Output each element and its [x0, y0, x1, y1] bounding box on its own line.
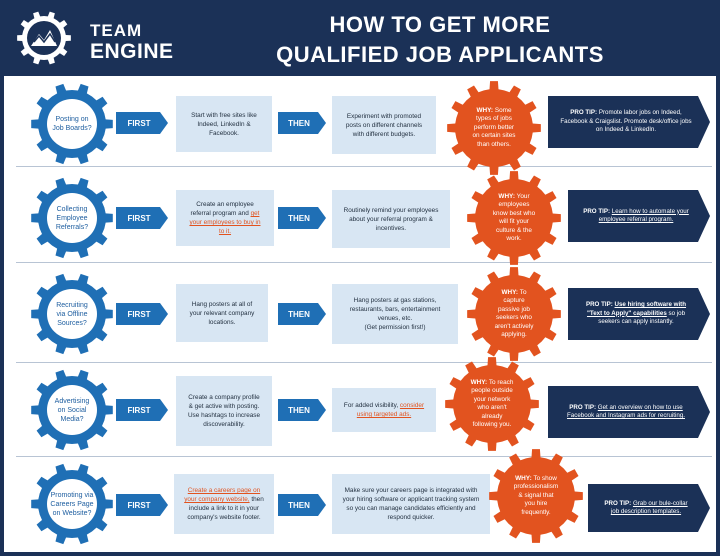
first-step-box: Start with free sites like Indeed, Linke… — [176, 96, 272, 152]
gear-icon — [467, 171, 561, 265]
then-step-box: Make sure your careers page is integrate… — [332, 474, 490, 534]
text-to-apply-link[interactable]: Use hiring software with "Text to Apply"… — [586, 301, 687, 317]
header: TEAM ENGINE HOW TO GET MORE QUALIFIED JO… — [0, 0, 720, 76]
logo-text-engine: ENGINE — [90, 40, 174, 63]
why-text: WHY: To show professionalism & signal th… — [513, 474, 559, 516]
gear-icon — [31, 273, 113, 355]
then-step-box: Routinely remind your employees about yo… — [332, 190, 450, 248]
row-divider — [16, 456, 712, 457]
title-line-1: HOW TO GET MORE — [329, 12, 551, 37]
pro-tip-box: PRO TIP: Learn how to automate your empl… — [568, 190, 710, 242]
question-label: Collecting Employee Referrals? — [55, 205, 89, 231]
gear-logo-icon — [17, 11, 71, 65]
then-arrow: THEN — [278, 207, 326, 229]
question-label: Advertising on Social Media? — [54, 397, 90, 423]
why-text: WHY: To reach people outside your networ… — [470, 378, 514, 429]
pro-tip-box: PRO TIP: Use hiring software with "Text … — [568, 288, 710, 340]
gear-icon — [31, 83, 113, 165]
first-step-box: Create a careers page on your company we… — [174, 474, 274, 534]
first-step-box: Create an employee referral program and … — [176, 190, 274, 246]
why-text: WHY: Some types of jobs perform better o… — [472, 106, 516, 148]
pro-tip-box: PRO TIP: Get an overview on how to use F… — [548, 386, 710, 438]
gear-icon — [31, 369, 113, 451]
logo-text-team: TEAM — [90, 21, 143, 40]
title-line-2: QUALIFIED JOB APPLICANTS — [276, 42, 604, 67]
then-arrow: THEN — [278, 494, 326, 516]
first-arrow: FIRST — [116, 207, 168, 229]
row-divider — [16, 362, 712, 363]
targeted-ads-link[interactable]: consider using targeted ads. — [356, 402, 425, 418]
gear-icon — [31, 463, 113, 545]
row-divider — [16, 166, 712, 167]
first-arrow: FIRST — [116, 399, 168, 421]
first-arrow: FIRST — [116, 494, 168, 516]
gear-icon — [445, 357, 539, 451]
then-arrow: THEN — [278, 303, 326, 325]
then-step-box: Experiment with promoted posts on differ… — [332, 96, 436, 154]
first-arrow: FIRST — [116, 112, 168, 134]
question-label: Recruiting via Offline Sources? — [56, 301, 88, 327]
then-arrow: THEN — [278, 399, 326, 421]
why-text: WHY: To capture passive job seekers who … — [494, 288, 534, 339]
gear-icon — [31, 177, 113, 259]
then-arrow: THEN — [278, 112, 326, 134]
social-ads-overview-link[interactable]: Get an overview on how to use Facebook a… — [567, 403, 685, 420]
page-title: HOW TO GET MORE QUALIFIED JOB APPLICANTS — [240, 10, 640, 70]
team-engine-logo: TEAM ENGINE — [14, 10, 174, 66]
first-arrow: FIRST — [116, 303, 168, 325]
question-label: Posting on Job Boards? — [52, 116, 92, 132]
create-careers-page-link[interactable]: Create a careers page on your company we… — [184, 487, 261, 503]
then-step-box: Hang posters at gas stations, restaurant… — [332, 284, 458, 344]
employee-buy-in-link[interactable]: get your employees to buy in to it. — [189, 210, 261, 235]
pro-tip-box: PRO TIP: Promote labor jobs on Indeed, F… — [548, 96, 710, 148]
gear-icon — [467, 267, 561, 361]
why-text: WHY: Your employees know best who will f… — [492, 192, 536, 243]
first-step-box: Create a company profile & get active wi… — [176, 376, 272, 446]
automate-referral-link[interactable]: Learn how to automate your employee refe… — [598, 207, 689, 224]
then-step-box: For added visibility, consider using tar… — [332, 388, 436, 432]
question-label: Promoting via Careers Page on Website? — [50, 491, 94, 517]
pro-tip-box: PRO TIP: Grab our bule-collar job descri… — [588, 484, 710, 532]
job-description-templates-link[interactable]: Grab our bule-collar job description tem… — [610, 499, 688, 516]
row-divider — [16, 262, 712, 263]
first-step-box: Hang posters at all of your relevant com… — [176, 284, 268, 342]
gear-icon — [489, 449, 583, 543]
gear-icon — [447, 81, 541, 175]
